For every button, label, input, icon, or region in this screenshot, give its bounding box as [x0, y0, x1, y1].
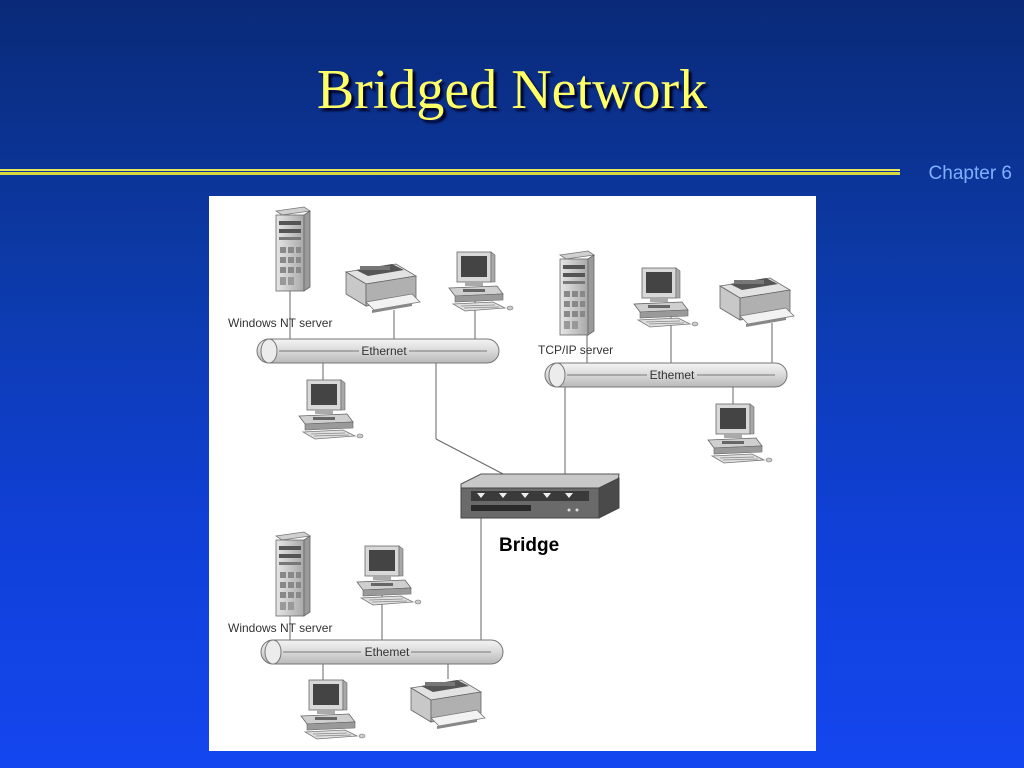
server-icon	[275, 206, 311, 292]
printer-icon	[410, 679, 486, 730]
title-divider	[0, 169, 900, 176]
bus-label-2: Ethemet	[650, 368, 695, 382]
bridge-icon	[460, 473, 620, 519]
workstation-icon	[633, 267, 699, 328]
server-label-1: Windows NT server	[228, 316, 332, 330]
connection-lines	[289, 285, 773, 682]
workstation-icon	[298, 379, 364, 440]
ethernet-bus-2	[544, 362, 788, 388]
workstation-icon	[356, 545, 422, 606]
bus-label-3: Ethemet	[365, 645, 410, 659]
slide-title: Bridged Network	[316, 59, 708, 121]
network-diagram-svg: Ethernet Ethemet Ethemet Windows NT serv…	[228, 206, 795, 740]
chapter-label: Chapter 6	[928, 163, 1012, 184]
workstation-icon	[448, 251, 514, 312]
workstation-icon	[300, 679, 366, 740]
server-icon	[275, 531, 311, 617]
printer-icon	[719, 277, 795, 328]
server-icon	[559, 250, 595, 336]
server-label-2: TCP/IP server	[538, 343, 613, 357]
bridge-label: Bridge	[499, 535, 559, 556]
network-diagram: Ethernet Ethemet Ethemet Windows NT serv…	[209, 196, 816, 751]
workstation-icon	[707, 403, 773, 464]
printer-icon	[345, 263, 421, 314]
server-label-3: Windows NT server	[228, 621, 332, 635]
ethernet-bus-1	[256, 338, 500, 364]
ethernet-bus-3	[260, 639, 504, 665]
bus-label-1: Ethernet	[361, 344, 407, 358]
